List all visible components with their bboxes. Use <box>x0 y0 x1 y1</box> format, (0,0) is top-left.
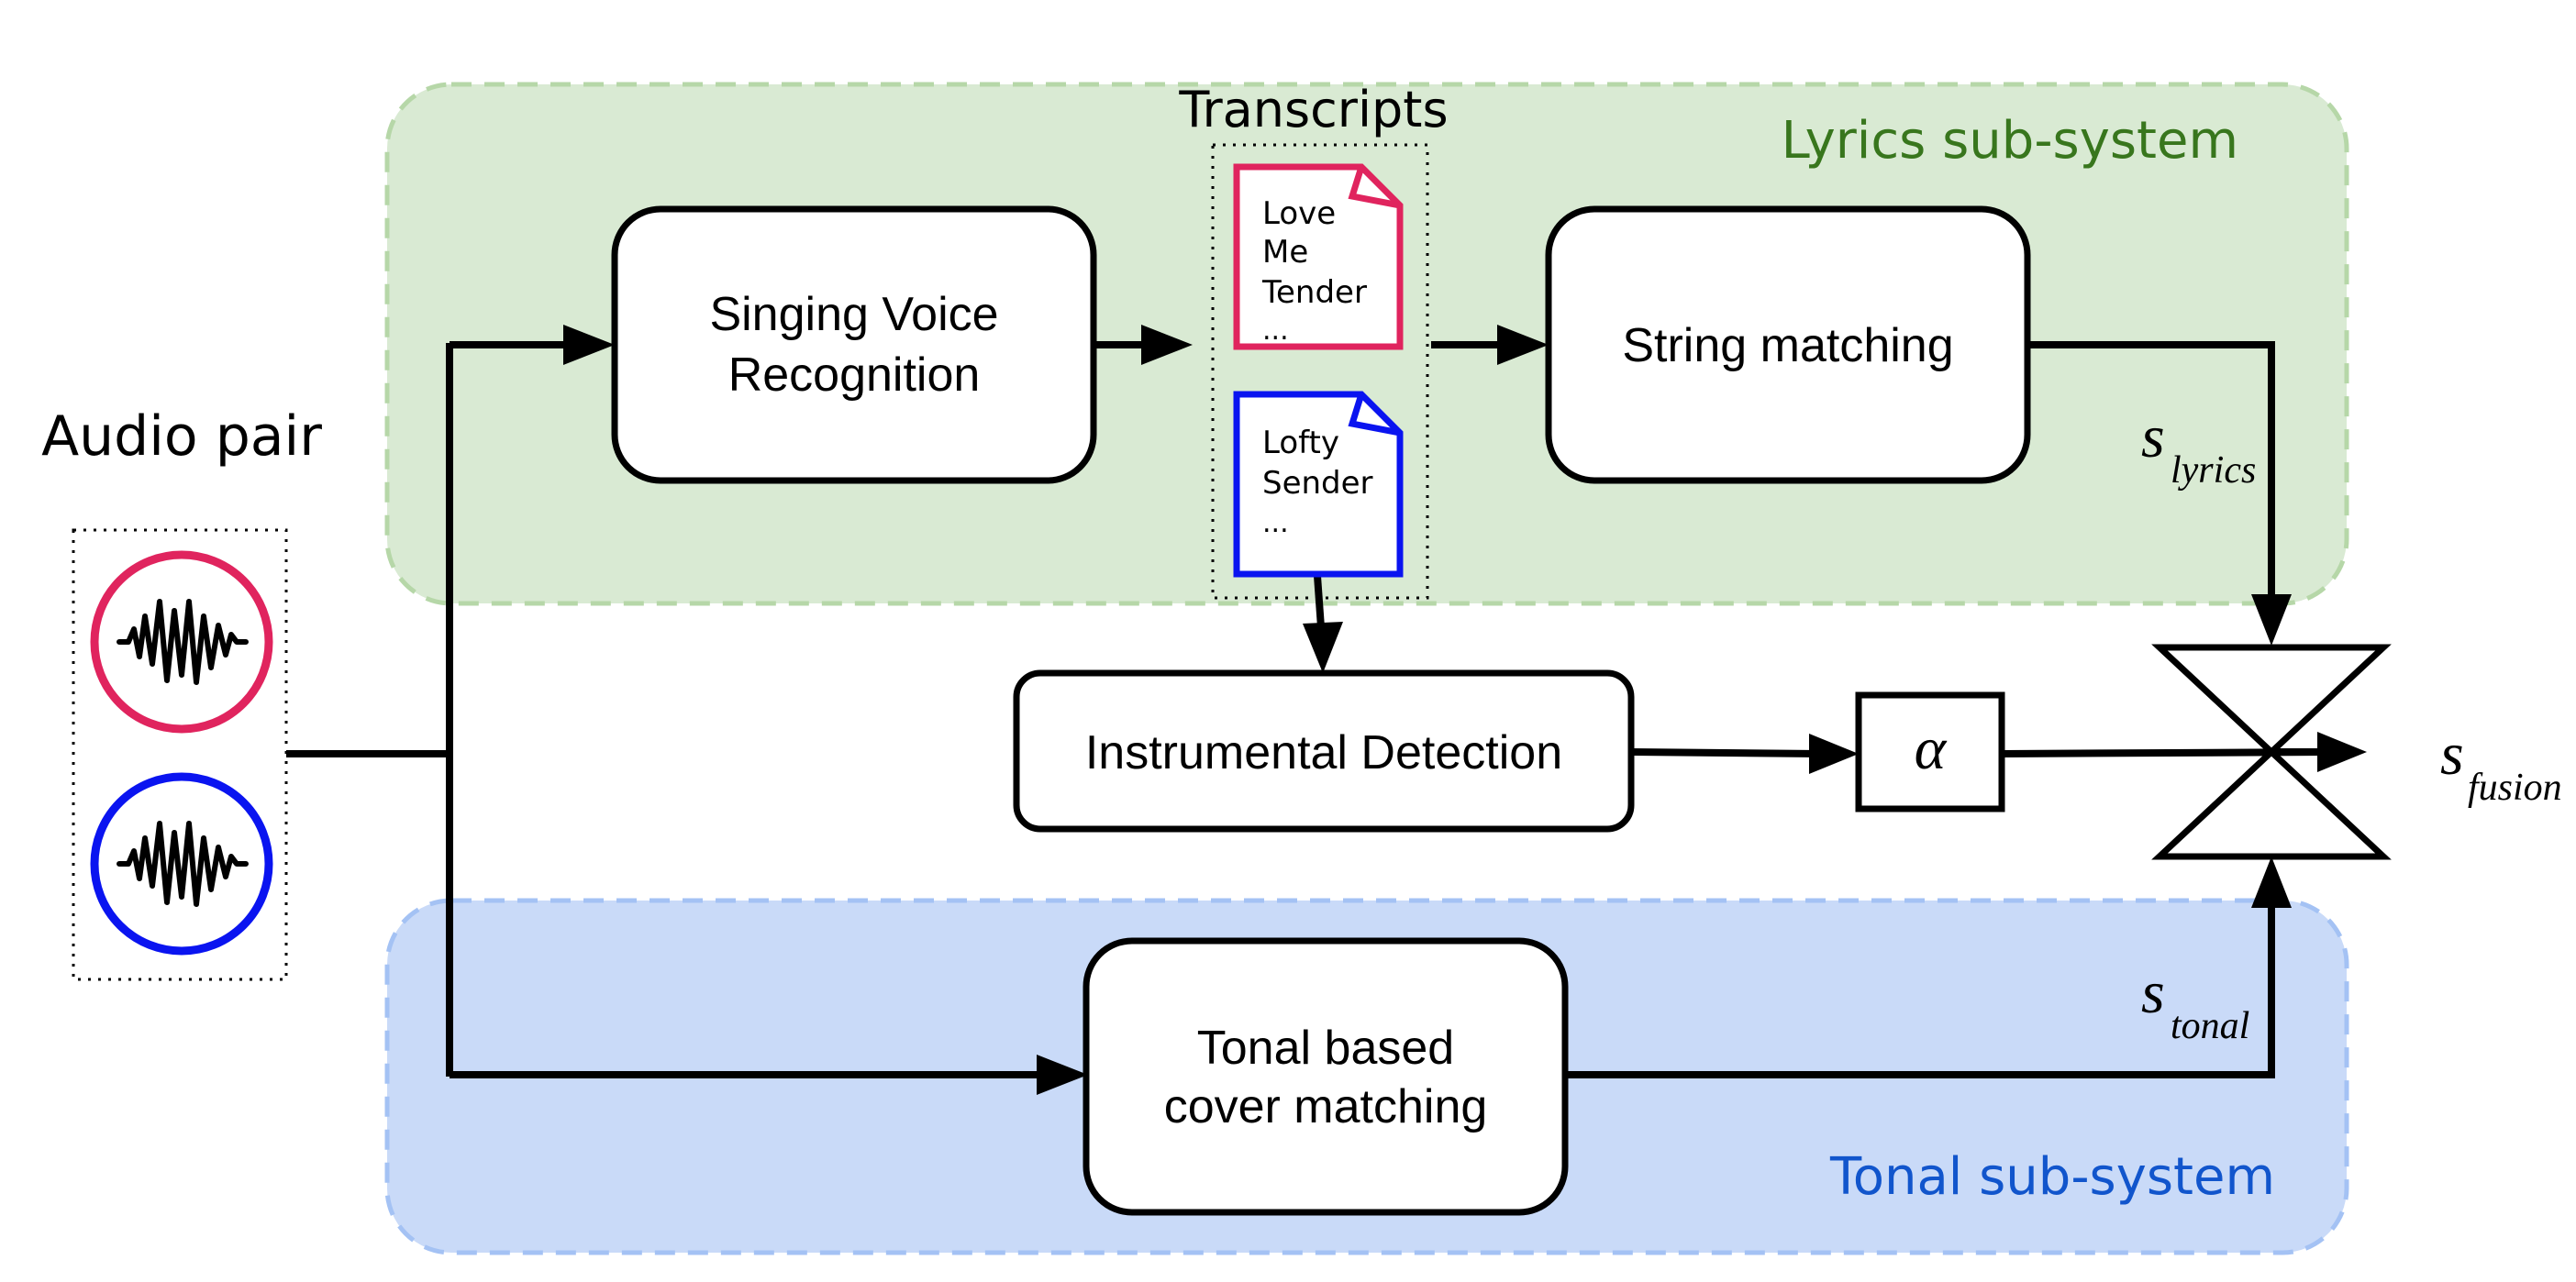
alpha-block: α <box>1855 691 2005 812</box>
s-lyrics-label: s lyrics <box>2141 403 2256 492</box>
doc1-line3: Tender <box>1261 274 1367 311</box>
audio-pair-label: Audio pair <box>41 404 322 469</box>
transcripts-label: Transcripts <box>1178 81 1448 138</box>
audio-pair-box <box>72 528 288 981</box>
arrow-to-fusion-top <box>2251 594 2292 646</box>
arrow-to-svr <box>563 325 615 365</box>
instrumental-detection-block: Instrumental Detection <box>1013 669 1635 833</box>
s-tonal-label: s tonal <box>2141 959 2249 1047</box>
s-fusion-sub: fusion <box>2468 767 2562 809</box>
arrowheads <box>563 325 2367 1095</box>
waveform-icon <box>117 821 249 907</box>
fusion-symbol <box>2151 644 2392 860</box>
doc2-line2: Sender <box>1262 465 1373 502</box>
arrow-to-string-matching <box>1497 325 1549 365</box>
arrow-to-fusion-bottom <box>2251 857 2292 908</box>
s-tonal-s: s <box>2141 959 2165 1026</box>
svr-label-line1: Singing Voice <box>709 288 998 341</box>
s-fusion-s: s <box>2440 721 2464 788</box>
transcript-doc-red: Love Me Tender ... <box>1233 163 1404 350</box>
audio-clip-blue <box>90 772 273 956</box>
tonal-subsystem-label: Tonal sub-system <box>1829 1147 2275 1207</box>
s-tonal-sub: tonal <box>2171 1005 2249 1047</box>
svr-label-line2: Recognition <box>728 348 981 402</box>
arrow-to-transcripts <box>1141 325 1193 365</box>
doc1-line1: Love <box>1262 195 1336 232</box>
arrow-to-tonal <box>1037 1055 1088 1095</box>
lyrics-subsystem-label: Lyrics sub-system <box>1782 111 2238 171</box>
s-lyrics-s: s <box>2141 403 2165 470</box>
s-fusion-label: s fusion <box>2440 721 2562 809</box>
doc2-line1: Lofty <box>1262 425 1339 461</box>
tonal-label-line2: cover matching <box>1164 1080 1488 1133</box>
doc1-line4: ... <box>1262 315 1289 347</box>
arrow-to-output <box>2317 732 2367 772</box>
tonal-matching-block: Tonal based cover matching <box>1083 937 1569 1216</box>
string-matching-label: String matching <box>1622 319 1953 372</box>
alpha-label: α <box>1915 715 1948 782</box>
audio-clip-red <box>90 550 273 734</box>
waveform-icon <box>117 599 249 685</box>
doc2-line3: ... <box>1262 507 1289 539</box>
transcript-doc-blue: Lofty Sender ... <box>1233 391 1404 578</box>
string-matching-block: String matching <box>1545 205 2031 484</box>
arrow-to-instrumental <box>1303 622 1343 673</box>
instrumental-detection-label: Instrumental Detection <box>1085 726 1562 779</box>
arrow-to-alpha <box>1809 734 1859 774</box>
tonal-label-line1: Tonal based <box>1197 1022 1454 1075</box>
svr-block: Singing Voice Recognition <box>611 205 1097 484</box>
doc1-line2: Me <box>1262 234 1308 271</box>
s-lyrics-sub: lyrics <box>2171 449 2256 492</box>
